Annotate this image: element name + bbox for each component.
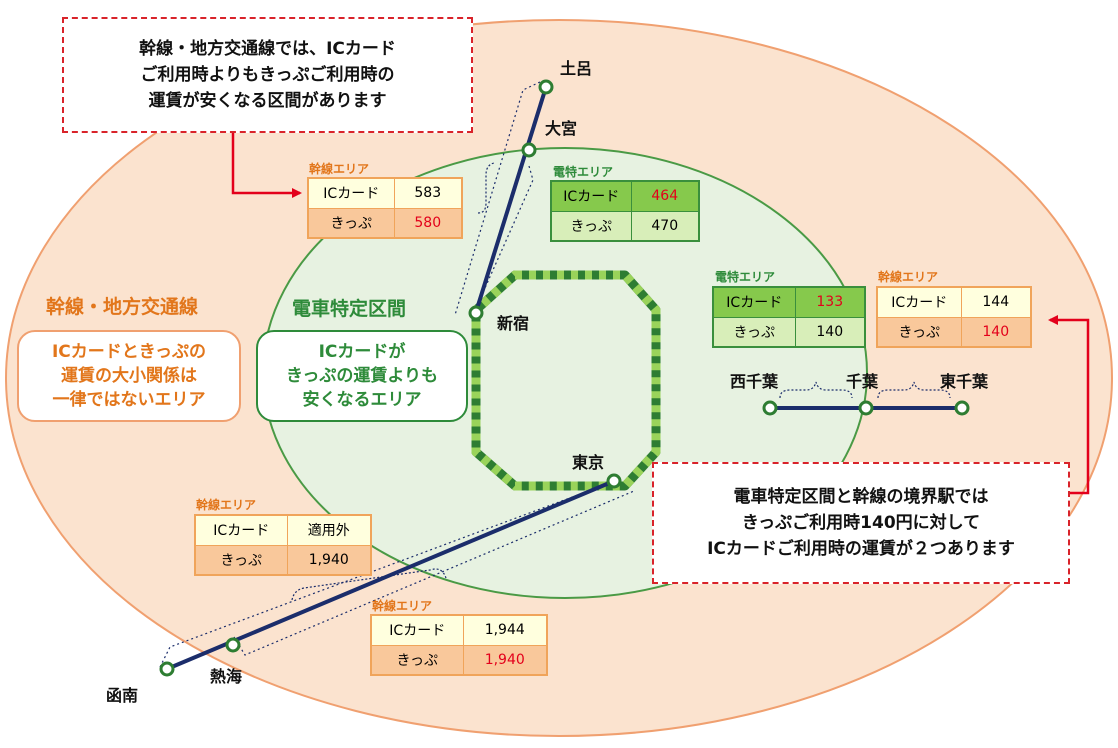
arrow-right-callout — [1048, 315, 1090, 495]
fare-kippu-value: 470 — [630, 210, 700, 242]
station-marker-tsuchiro — [538, 79, 554, 95]
fare-ic-value: 464 — [630, 180, 700, 212]
label-kippu: きっぷ — [194, 544, 288, 576]
tag-kansen-tsuchiro: 幹線エリア — [309, 162, 370, 176]
fare-ic-value: 適用外 — [286, 514, 372, 546]
callout-top-line-2: ご利用時よりもきっぷご利用時の — [140, 65, 395, 85]
station-name-shinjuku: 新宿 — [497, 314, 530, 333]
denen-desc-line-1: ICカードが — [318, 342, 406, 362]
tag-kansen-kannami: 幹線エリア — [196, 498, 257, 512]
label-kippu: きっぷ — [876, 316, 962, 348]
kansen-area-desc: ICカードときっぷの 運賃の大小関係は 一律ではないエリア — [17, 330, 241, 422]
denen-desc-line-3: 安くなるエリア — [302, 390, 422, 410]
bracket-kannami-tokyo — [159, 479, 619, 668]
callout-right-line-3: ICカードご利用時の運賃が２つあります — [707, 539, 1015, 559]
kansen-desc-line-3: 一律ではないエリア — [52, 390, 206, 410]
bracket-tsuchiro-shinjuku — [454, 81, 541, 316]
fare-kippu-value: 1,940 — [462, 644, 548, 676]
fare-ic-value: 133 — [794, 286, 866, 318]
label-ic: ICカード — [712, 286, 796, 318]
yamanote-loop — [471, 270, 661, 491]
station-name-tsuchiro: 土呂 — [560, 59, 593, 78]
label-ic: ICカード — [370, 614, 464, 646]
label-kippu: きっぷ — [712, 316, 796, 348]
label-kippu: きっぷ — [307, 207, 395, 239]
kansen-desc-line-2: 運賃の大小関係は — [61, 366, 197, 386]
callout-right-line-1: 電車特定区間と幹線の境界駅では — [733, 487, 989, 507]
brace-nishichiba-chiba — [779, 381, 853, 399]
station-marker-shinjuku — [468, 305, 484, 321]
denen-desc-line-2: きっぷの運賃よりも — [286, 366, 438, 386]
tag-kansen-higashichiba: 幹線エリア — [878, 270, 939, 284]
station-marker-tokyo — [606, 473, 622, 489]
label-ic: ICカード — [194, 514, 288, 546]
station-marker-omiya — [521, 142, 537, 158]
label-ic: ICカード — [307, 177, 395, 209]
station-marker-higashichiba — [954, 400, 970, 416]
label-ic: ICカード — [550, 180, 632, 212]
bracket-atami-tokyo — [233, 490, 635, 656]
fare-kippu-value: 580 — [393, 207, 463, 239]
fare-ic-value: 144 — [960, 286, 1032, 318]
kansen-area-title: 幹線・地方交通線 — [46, 296, 199, 318]
label-ic: ICカード — [876, 286, 962, 318]
fare-ic-value: 583 — [393, 177, 463, 209]
tag-densha-omiya: 電特エリア — [553, 165, 614, 179]
tag-densha-nishichiba: 電特エリア — [715, 270, 776, 284]
tag-kansen-atami: 幹線エリア — [372, 599, 433, 613]
station-name-omiya: 大宮 — [545, 119, 578, 138]
denen-area-title: 電車特定区間 — [292, 298, 407, 320]
station-name-nishichiba: 西千葉 — [730, 372, 779, 391]
station-name-atami: 熱海 — [210, 667, 243, 686]
line-tsuchiro-shinjuku — [474, 86, 548, 313]
label-kippu: きっぷ — [370, 644, 464, 676]
callout-kansen-cheaper: 幹線・地方交通線では、ICカード ご利用時よりもきっぷご利用時の 運賃が安くなる… — [62, 17, 473, 133]
arrow-top-callout — [231, 133, 302, 198]
line-tokyo-kannami — [166, 479, 615, 671]
callout-boundary-station: 電車特定区間と幹線の境界駅では きっぷご利用時140円に対して ICカードご利用… — [652, 462, 1070, 584]
station-marker-chiba — [858, 400, 874, 416]
callout-right-line-2: きっぷご利用時140円に対して — [741, 513, 981, 533]
station-marker-atami — [225, 637, 241, 653]
denen-area-desc: ICカードが きっぷの運賃よりも 安くなるエリア — [256, 330, 468, 422]
brace-tsuchiro-omiya — [477, 162, 495, 214]
station-name-kannami: 函南 — [106, 686, 139, 705]
station-name-tokyo: 東京 — [572, 453, 605, 472]
fare-kippu-value: 1,940 — [286, 544, 372, 576]
station-name-chiba: 千葉 — [846, 372, 879, 391]
station-name-higashichiba: 東千葉 — [940, 372, 989, 391]
fare-ic-value: 1,944 — [462, 614, 548, 646]
kansen-desc-line-1: ICカードときっぷの — [51, 342, 207, 362]
fare-kippu-value: 140 — [794, 316, 866, 348]
label-kippu: きっぷ — [550, 210, 632, 242]
callout-top-line-1: 幹線・地方交通線では、ICカード — [139, 39, 396, 59]
brace-kannami-tokyo — [291, 568, 447, 601]
fare-kippu-value: 140 — [960, 316, 1032, 348]
callout-top-line-3: 運賃が安くなる区間があります — [148, 91, 387, 111]
brace-chiba-higashichiba — [877, 381, 951, 399]
station-marker-nishichiba — [762, 400, 778, 416]
station-marker-kannami — [159, 661, 175, 677]
